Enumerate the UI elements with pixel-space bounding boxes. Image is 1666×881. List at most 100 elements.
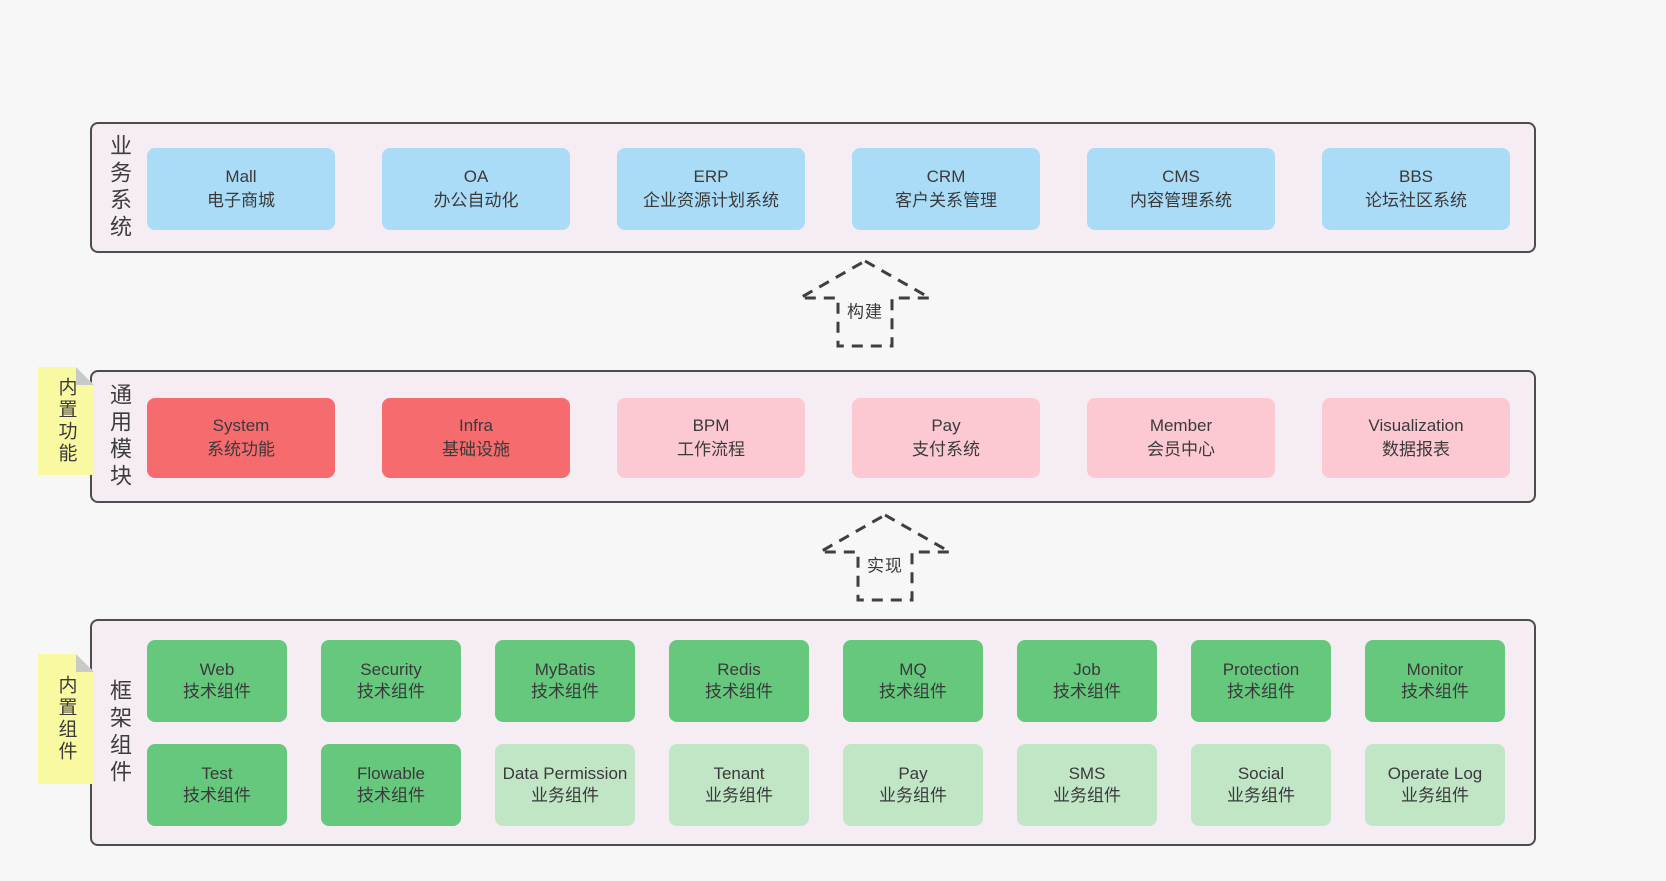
band-label-business-systems: 业务系统 <box>107 133 132 242</box>
box-title: System <box>212 416 270 435</box>
box-title: Operate Log <box>1387 764 1483 783</box>
box-crm: CRM 客户关系管理 <box>852 148 1040 230</box>
box-subtitle: 技术组件 <box>357 786 425 805</box>
box-title: MQ <box>899 660 927 679</box>
box-title: Pay <box>931 416 961 435</box>
box-test: Test 技术组件 <box>147 744 287 826</box>
box-subtitle: 技术组件 <box>531 682 599 701</box>
box-subtitle: 数据报表 <box>1382 440 1450 459</box>
box-subtitle: 技术组件 <box>1053 682 1121 701</box>
box-pay-system: Pay 支付系统 <box>852 398 1040 478</box>
band-framework-components: 框架组件 Web 技术组件 Security 技术组件 MyBatis 技术组件… <box>90 619 1536 846</box>
band-label-common-modules: 通用模块 <box>107 382 132 491</box>
box-social: Social 业务组件 <box>1191 744 1331 826</box>
arrow-build: 构建 <box>790 258 940 351</box>
box-subtitle: 工作流程 <box>677 440 745 459</box>
arrow-implement-label: 实现 <box>864 550 906 578</box>
box-subtitle: 论坛社区系统 <box>1365 191 1467 210</box>
box-subtitle: 业务组件 <box>1227 786 1295 805</box>
box-mall: Mall 电子商城 <box>147 148 335 230</box>
box-security: Security 技术组件 <box>321 640 461 722</box>
box-title: Protection <box>1222 660 1300 679</box>
box-title: CMS <box>1162 167 1200 186</box>
box-data-permission: Data Permission 业务组件 <box>495 744 635 826</box>
box-erp: ERP 企业资源计划系统 <box>617 148 805 230</box>
box-title: Web <box>199 660 235 679</box>
box-title: Data Permission <box>502 764 628 783</box>
box-title: Test <box>201 764 233 783</box>
box-subtitle: 技术组件 <box>1401 682 1469 701</box>
box-title: BPM <box>692 416 730 435</box>
box-subtitle: 支付系统 <box>912 440 980 459</box>
box-oa: OA 办公自动化 <box>382 148 570 230</box>
box-title: CRM <box>926 167 966 186</box>
framework-components-row-1: Web 技术组件 Security 技术组件 MyBatis 技术组件 Redi… <box>147 640 1505 722</box>
box-subtitle: 业务组件 <box>1401 786 1469 805</box>
box-sms: SMS 业务组件 <box>1017 744 1157 826</box>
box-title: ERP <box>693 167 729 186</box>
box-subtitle: 基础设施 <box>442 440 510 459</box>
band-common-modules: 通用模块 System 系统功能 Infra 基础设施 BPM 工作流程 Pay… <box>90 370 1536 503</box>
box-redis: Redis 技术组件 <box>669 640 809 722</box>
box-job: Job 技术组件 <box>1017 640 1157 722</box>
box-title: Infra <box>458 416 494 435</box>
box-subtitle: 业务组件 <box>879 786 947 805</box>
box-title: Pay <box>898 764 928 783</box>
framework-components-row-2: Test 技术组件 Flowable 技术组件 Data Permission … <box>147 744 1505 826</box>
box-subtitle: 办公自动化 <box>433 191 519 210</box>
arrow-build-label: 构建 <box>844 296 886 324</box>
box-pay-component: Pay 业务组件 <box>843 744 983 826</box>
common-modules-row: System 系统功能 Infra 基础设施 BPM 工作流程 Pay 支付系统… <box>147 398 1510 478</box>
box-title: MyBatis <box>534 660 596 679</box>
box-subtitle: 系统功能 <box>207 440 275 459</box>
box-monitor: Monitor 技术组件 <box>1365 640 1505 722</box>
box-system: System 系统功能 <box>147 398 335 478</box>
box-mybatis: MyBatis 技术组件 <box>495 640 635 722</box>
sticky-note-built-in-components: 内置组件 <box>38 654 94 784</box>
box-bbs: BBS 论坛社区系统 <box>1322 148 1510 230</box>
box-member: Member 会员中心 <box>1087 398 1275 478</box>
box-subtitle: 会员中心 <box>1147 440 1215 459</box>
box-subtitle: 电子商城 <box>207 191 275 210</box>
box-subtitle: 技术组件 <box>1227 682 1295 701</box>
up-arrow-icon <box>814 513 956 602</box>
box-subtitle: 技术组件 <box>357 682 425 701</box>
arrow-implement: 实现 <box>810 512 960 605</box>
box-subtitle: 技术组件 <box>879 682 947 701</box>
box-subtitle: 技术组件 <box>183 682 251 701</box>
up-arrow-icon <box>794 259 936 348</box>
box-title: Job <box>1073 660 1101 679</box>
box-tenant: Tenant 业务组件 <box>669 744 809 826</box>
band-label-framework-components: 框架组件 <box>107 678 132 787</box>
box-title: OA <box>463 167 489 186</box>
box-subtitle: 技术组件 <box>705 682 773 701</box>
box-title: SMS <box>1068 764 1106 783</box>
box-title: Monitor <box>1406 660 1464 679</box>
box-title: Flowable <box>356 764 426 783</box>
box-title: Member <box>1149 416 1213 435</box>
box-subtitle: 技术组件 <box>183 786 251 805</box>
band-business-systems: 业务系统 Mall 电子商城 OA 办公自动化 ERP 企业资源计划系统 CRM… <box>90 122 1536 253</box>
box-cms: CMS 内容管理系统 <box>1087 148 1275 230</box>
business-systems-row: Mall 电子商城 OA 办公自动化 ERP 企业资源计划系统 CRM 客户关系… <box>147 148 1510 230</box>
box-subtitle: 业务组件 <box>1053 786 1121 805</box>
box-subtitle: 企业资源计划系统 <box>643 191 779 210</box>
box-title: BBS <box>1398 167 1434 186</box>
box-infra: Infra 基础设施 <box>382 398 570 478</box>
sticky-note-label: 内置组件 <box>55 675 77 763</box>
box-title: Social <box>1237 764 1285 783</box>
box-mq: MQ 技术组件 <box>843 640 983 722</box>
box-subtitle: 业务组件 <box>531 786 599 805</box>
box-subtitle: 客户关系管理 <box>895 191 997 210</box>
box-title: Tenant <box>713 764 765 783</box>
box-web: Web 技术组件 <box>147 640 287 722</box>
box-subtitle: 业务组件 <box>705 786 773 805</box>
box-protection: Protection 技术组件 <box>1191 640 1331 722</box>
box-title: Security <box>360 660 422 679</box>
box-title: Mall <box>225 167 257 186</box>
box-visualization: Visualization 数据报表 <box>1322 398 1510 478</box>
box-flowable: Flowable 技术组件 <box>321 744 461 826</box>
box-title: Redis <box>717 660 761 679</box>
box-bpm: BPM 工作流程 <box>617 398 805 478</box>
